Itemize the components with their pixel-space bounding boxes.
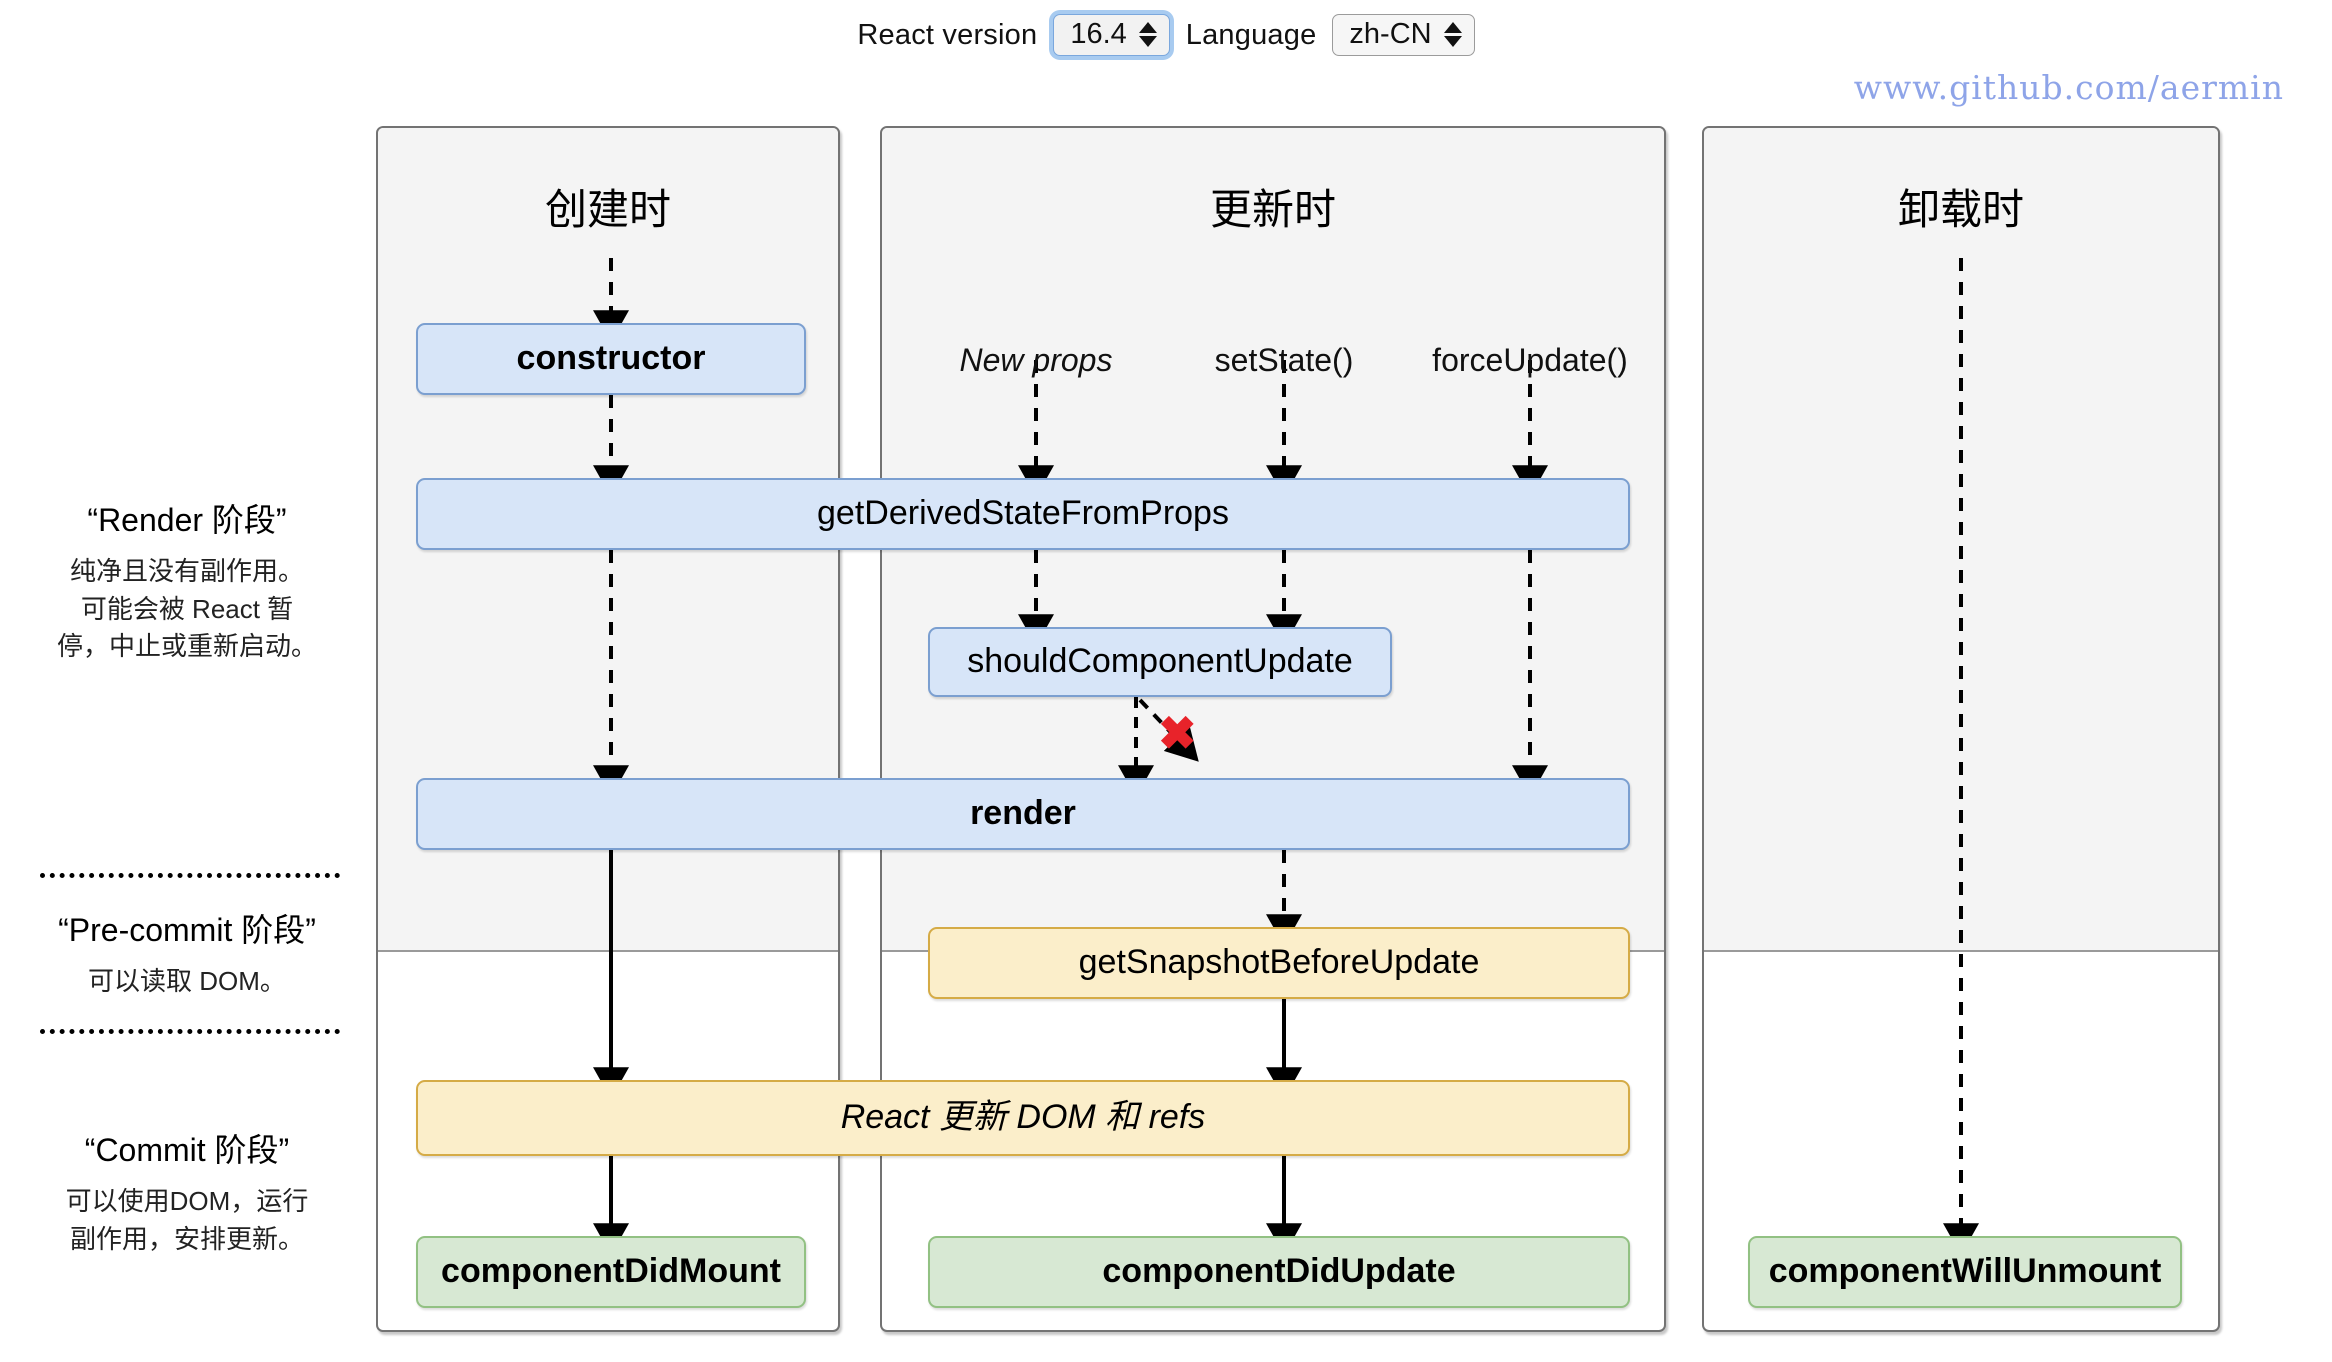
phase-commit-description: 可以使用DOM，运行 副作用，安排更新。 — [22, 1183, 352, 1258]
phase-commit: “Commit 阶段” 可以使用DOM，运行 副作用，安排更新。 — [22, 1125, 352, 1258]
language-label: Language — [1185, 18, 1317, 51]
node-constructor-label: constructor — [516, 339, 706, 378]
node-component-will-unmount-label: componentWillUnmount — [1768, 1252, 2162, 1291]
node-component-will-unmount[interactable]: componentWillUnmount — [1748, 1236, 2182, 1308]
render-phase-region — [1704, 128, 2218, 952]
panel-updating-title: 更新时 — [1209, 186, 1336, 233]
phase-commit-desc-line: 副作用，安排更新。 — [69, 1223, 304, 1254]
node-get-snapshot-before-update-label: getSnapshotBeforeUpdate — [1078, 943, 1480, 982]
phase-commit-title: “Commit 阶段” — [84, 1132, 290, 1168]
chevron-updown-icon[interactable] — [1443, 22, 1462, 47]
node-render[interactable]: render — [416, 778, 1630, 850]
panel-mounting-title: 创建时 — [544, 186, 671, 233]
trigger-new-props: New props — [959, 342, 1113, 378]
phase-pre-commit-desc-line: 可以读取 DOM。 — [88, 966, 286, 996]
node-get-snapshot-before-update[interactable]: getSnapshotBeforeUpdate — [928, 927, 1630, 999]
phase-render-desc-line: 纯净且没有副作用。 — [69, 556, 304, 586]
react-version-value: 16.4 — [1070, 18, 1127, 50]
node-react-updates-dom-and-refs[interactable]: React 更新 DOM 和 refs — [416, 1080, 1630, 1156]
phase-render-desc-line: 可能会被 React 暂 — [80, 593, 294, 624]
skip-render-x-icon: ✖ — [1158, 707, 1197, 759]
toolbar: React version 16.4 Language zh-CN — [0, 14, 2332, 56]
language-value: zh-CN — [1349, 18, 1432, 50]
trigger-set-state: setState() — [1214, 342, 1354, 378]
phase-divider-top — [40, 873, 340, 878]
phase-render-title: “Render 阶段” — [87, 502, 287, 538]
phase-divider-bottom — [40, 1029, 340, 1034]
node-react-updates-dom-and-refs-label: React 更新 DOM 和 refs — [840, 1098, 1206, 1137]
node-constructor[interactable]: constructor — [416, 323, 806, 395]
chevron-updown-icon[interactable] — [1138, 22, 1157, 47]
panel-unmounting: 卸载时 — [1702, 126, 2220, 1332]
node-should-component-update[interactable]: shouldComponentUpdate — [928, 627, 1392, 697]
phase-render-description: 纯净且没有副作用。 可能会被 React 暂 停，中止或重新启动。 — [22, 553, 352, 666]
node-component-did-mount-label: componentDidMount — [441, 1252, 781, 1291]
phase-commit-desc-line: 可以使用DOM，运行 — [65, 1186, 309, 1216]
node-component-did-mount[interactable]: componentDidMount — [416, 1236, 806, 1308]
phase-pre-commit-title: “Pre-commit 阶段” — [58, 912, 316, 948]
node-component-did-update[interactable]: componentDidUpdate — [928, 1236, 1630, 1308]
node-get-derived-state-from-props[interactable]: getDerivedStateFromProps — [416, 478, 1630, 550]
phase-render: “Render 阶段” 纯净且没有副作用。 可能会被 React 暂 停，中止或… — [22, 495, 352, 666]
node-render-label: render — [970, 794, 1076, 833]
node-get-derived-state-from-props-label: getDerivedStateFromProps — [817, 494, 1229, 533]
panel-unmounting-title: 卸载时 — [1897, 186, 2024, 233]
watermark: www.github.com/aermin — [1853, 68, 2284, 107]
node-should-component-update-label: shouldComponentUpdate — [967, 642, 1353, 681]
phase-pre-commit: “Pre-commit 阶段” 可以读取 DOM。 — [22, 905, 352, 1001]
react-version-select[interactable]: 16.4 — [1053, 14, 1170, 56]
language-select[interactable]: zh-CN — [1332, 14, 1475, 56]
trigger-force-update: forceUpdate() — [1432, 342, 1628, 378]
phase-pre-commit-description: 可以读取 DOM。 — [22, 963, 352, 1001]
react-version-label: React version — [857, 18, 1038, 51]
phase-render-desc-line: 停，中止或重新启动。 — [56, 631, 317, 662]
node-component-did-update-label: componentDidUpdate — [1102, 1252, 1456, 1291]
